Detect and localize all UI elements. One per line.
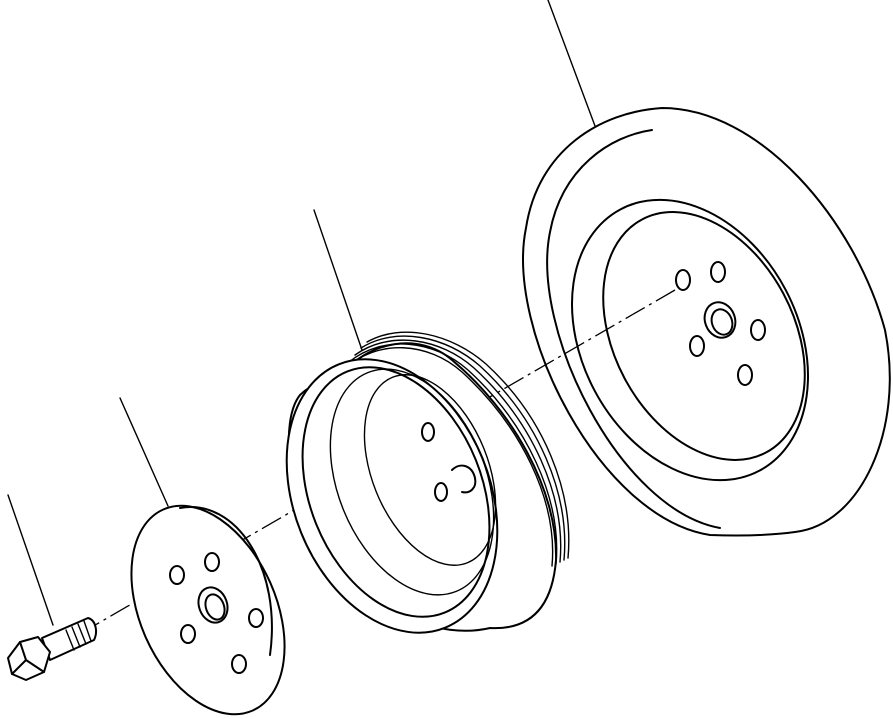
bolt-thread <box>71 626 81 648</box>
damper-bolt-hole <box>710 261 726 283</box>
pulley-groove <box>342 347 554 567</box>
leader-lines <box>7 0 599 626</box>
damper-bolt-hole <box>689 335 705 357</box>
damper-recess-outer <box>571 198 809 482</box>
pulley-inner-rim <box>301 366 491 618</box>
pulley-center-hole <box>451 464 477 494</box>
plate-bolt-hole <box>231 654 247 674</box>
bolt-head-face <box>11 641 45 675</box>
bolt-thread <box>83 620 92 642</box>
pulley-inner-wall <box>329 368 495 596</box>
pulley-groove <box>348 343 558 565</box>
pulley-groove <box>366 331 570 559</box>
plate-center-hole-inner <box>204 593 226 621</box>
leader-line-plate <box>119 397 169 507</box>
damper-bolt-hole <box>737 364 753 386</box>
pulley-groove <box>360 335 566 561</box>
plate-outline <box>130 504 286 716</box>
pulley-bolt-hole <box>434 482 448 502</box>
damper-recess-inner <box>602 211 806 461</box>
leader-line-pulley <box>313 209 363 351</box>
bolt <box>7 617 97 681</box>
plate-bolt-hole <box>204 552 220 572</box>
plate-bolt-hole <box>248 608 264 628</box>
bolt-thread <box>77 623 87 645</box>
pulley-groove <box>354 339 562 563</box>
plate-bolt-hole <box>180 624 196 644</box>
plate <box>130 504 286 716</box>
pulley-hub-face <box>363 374 497 566</box>
plate-center-hole <box>197 586 229 624</box>
bolt-thread <box>65 629 75 651</box>
bolt-head <box>7 636 51 681</box>
leader-line-damper <box>547 0 599 135</box>
plate-bolt-hole <box>169 565 185 585</box>
damper <box>522 107 891 537</box>
plate-edge <box>179 506 273 656</box>
damper-front-edge <box>546 129 721 529</box>
damper-center-hole-inner <box>710 308 734 336</box>
damper-center-hole <box>703 301 737 339</box>
pulley-bolt-hole <box>421 422 435 442</box>
damper-bolt-hole <box>750 319 766 341</box>
damper-bolt-hole <box>675 269 691 291</box>
pulley <box>285 331 570 634</box>
leader-line-bolt <box>7 494 54 626</box>
